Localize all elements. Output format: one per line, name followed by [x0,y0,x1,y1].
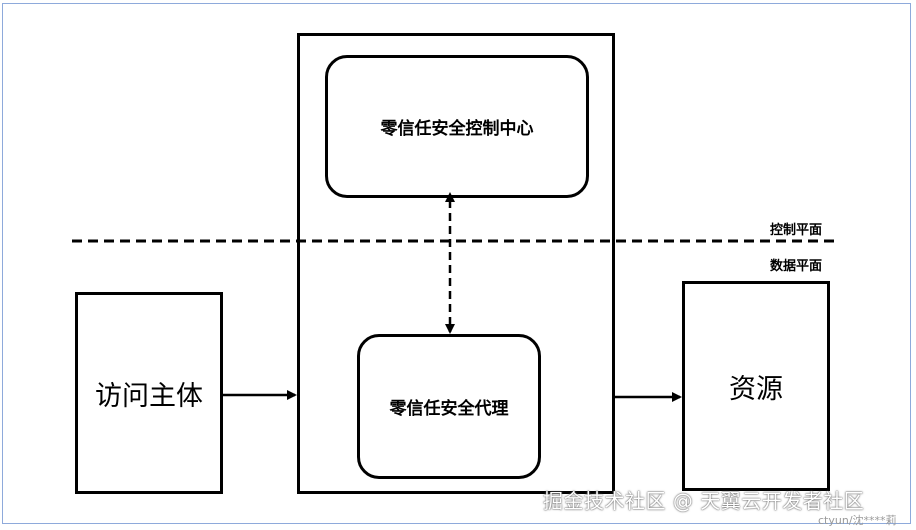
data-plane-label: 数据平面 [770,259,823,274]
watermark-text: 掘金技术社区 @ 天翼云开发者社区 [543,489,865,513]
diagram-frame [2,3,911,524]
resource-node: 资源 [682,281,830,491]
subject-label: 访问主体 [95,380,203,412]
resource-label: 资源 [729,373,783,405]
subject-node: 访问主体 [75,292,223,494]
control-plane-label: 控制平面 [770,223,823,238]
control-center-node: 零信任安全控制中心 [325,55,589,198]
credit-text: ctyun/沈****莉 [818,514,897,527]
control-center-label: 零信任安全控制中心 [380,119,534,139]
proxy-node: 零信任安全代理 [357,334,541,479]
proxy-label: 零信任安全代理 [389,399,509,419]
